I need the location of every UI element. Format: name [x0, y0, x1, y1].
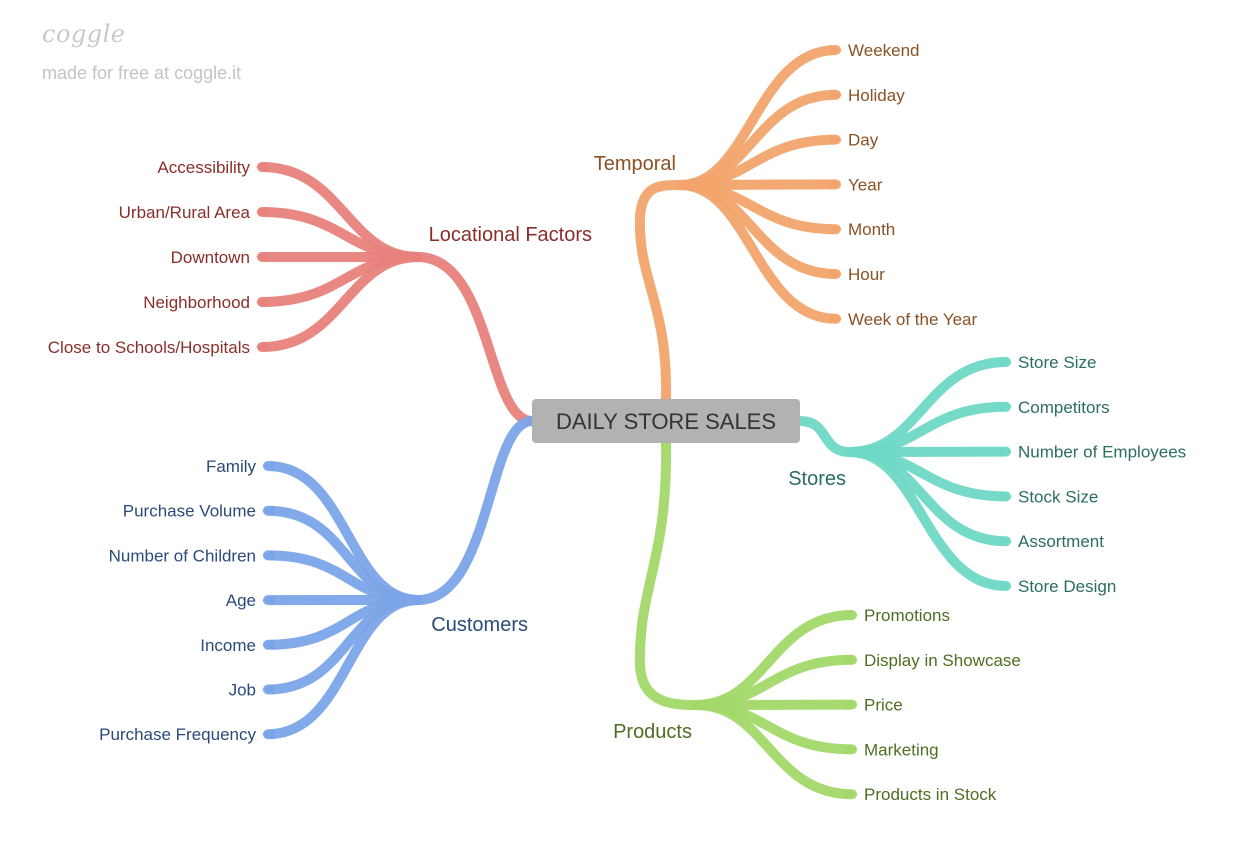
stores-arrow-icon: [1000, 581, 1012, 591]
products-leaf[interactable]: Price: [864, 696, 903, 715]
products-trunk: [634, 438, 701, 710]
stores-leaf[interactable]: Assortment: [1018, 532, 1104, 551]
stores-leaf[interactable]: Competitors: [1018, 398, 1110, 417]
stores-branch-label[interactable]: Stores: [788, 468, 846, 490]
customers-leaf[interactable]: Income: [200, 636, 256, 655]
customers-arrow-icon: [262, 550, 274, 561]
stores-leaf[interactable]: Number of Employees: [1018, 443, 1186, 462]
customers-leaf[interactable]: Age: [226, 591, 256, 610]
temporal-arrow-icon: [830, 269, 842, 279]
locational-leaf[interactable]: Neighborhood: [143, 293, 250, 312]
stores-edge: [845, 401, 1011, 457]
temporal-arrow-icon: [830, 45, 842, 55]
temporal-leaf[interactable]: Day: [848, 131, 879, 150]
stores-edge: [845, 447, 1011, 591]
temporal-leaf[interactable]: Hour: [848, 265, 885, 284]
stores-trunk: [795, 416, 855, 457]
stores-arrow-icon: [1000, 446, 1012, 457]
stores-leaf[interactable]: Store Design: [1018, 577, 1116, 596]
customers-branch-label[interactable]: Customers: [431, 614, 528, 636]
temporal-leaf[interactable]: Holiday: [848, 86, 905, 105]
customers-leaf[interactable]: Purchase Volume: [123, 502, 256, 521]
locational-arrow-icon: [256, 297, 268, 307]
coggle-logo: coggle: [42, 20, 126, 48]
temporal-leaf[interactable]: Year: [848, 175, 883, 194]
stores-arrow-icon: [1000, 491, 1012, 502]
temporal-arrow-icon: [830, 179, 842, 190]
locational-leaf[interactable]: Urban/Rural Area: [119, 203, 251, 222]
temporal-trunk: [634, 180, 685, 404]
customers-arrow-icon: [262, 461, 274, 471]
products-arrow-icon: [846, 789, 858, 800]
temporal-leaf[interactable]: Weekend: [848, 41, 920, 60]
locational-leaf[interactable]: Downtown: [171, 248, 250, 267]
customers-arrow-icon: [262, 595, 274, 606]
customers-leaf[interactable]: Job: [229, 681, 256, 700]
customers-arrow-icon: [262, 729, 274, 740]
customers-leaf[interactable]: Number of Children: [109, 546, 256, 565]
products-arrow-icon: [846, 654, 858, 665]
locational-arrow-icon: [256, 252, 268, 262]
stores-arrow-icon: [1000, 357, 1012, 367]
customers-edge: [263, 550, 423, 605]
customers-arrow-icon: [262, 684, 274, 695]
customers-trunk: [413, 416, 537, 605]
root-label: DAILY STORE SALES: [556, 409, 776, 434]
products-leaf[interactable]: Display in Showcase: [864, 651, 1021, 670]
temporal-arrow-icon: [830, 89, 842, 100]
products-edge: [691, 700, 857, 800]
stores-arrow-icon: [1000, 536, 1012, 547]
stores-leaf[interactable]: Store Size: [1018, 353, 1096, 372]
temporal-arrow-icon: [830, 313, 842, 324]
temporal-arrow-icon: [830, 224, 842, 235]
customers-edge: [263, 595, 423, 740]
locational-branch-label[interactable]: Locational Factors: [429, 224, 592, 246]
products-leaf[interactable]: Products in Stock: [864, 785, 997, 804]
stores-leaf[interactable]: Stock Size: [1018, 487, 1098, 506]
customers-leaf[interactable]: Purchase Frequency: [99, 725, 256, 744]
products-arrow-icon: [846, 744, 858, 755]
customers-arrow-icon: [262, 505, 274, 516]
products-arrow-icon: [846, 610, 858, 620]
stores-arrow-icon: [1000, 401, 1012, 412]
locational-arrow-icon: [256, 342, 268, 352]
locational-edge: [257, 252, 423, 352]
products-edge: [691, 654, 857, 710]
locational-arrow-icon: [256, 207, 268, 217]
products-leaf[interactable]: Marketing: [864, 740, 939, 759]
customers-arrow-icon: [262, 639, 274, 650]
temporal-leaf[interactable]: Month: [848, 220, 895, 239]
customers-leaf[interactable]: Family: [206, 457, 257, 476]
brand-tagline: made for free at coggle.it: [42, 63, 242, 83]
locational-edge: [257, 207, 423, 262]
locational-leaf[interactable]: Accessibility: [157, 158, 250, 177]
products-leaf[interactable]: Promotions: [864, 606, 950, 625]
temporal-arrow-icon: [830, 134, 842, 145]
temporal-branch-label[interactable]: Temporal: [594, 153, 676, 175]
temporal-edge: [675, 180, 841, 324]
locational-arrow-icon: [256, 162, 268, 172]
root-node[interactable]: DAILY STORE SALES: [532, 399, 800, 443]
temporal-leaf[interactable]: Week of the Year: [848, 310, 978, 329]
locational-trunk: [413, 252, 537, 426]
locational-leaf[interactable]: Close to Schools/Hospitals: [48, 338, 250, 357]
temporal-edge: [675, 134, 841, 190]
products-branch-label[interactable]: Products: [613, 721, 692, 743]
products-arrow-icon: [846, 699, 858, 710]
